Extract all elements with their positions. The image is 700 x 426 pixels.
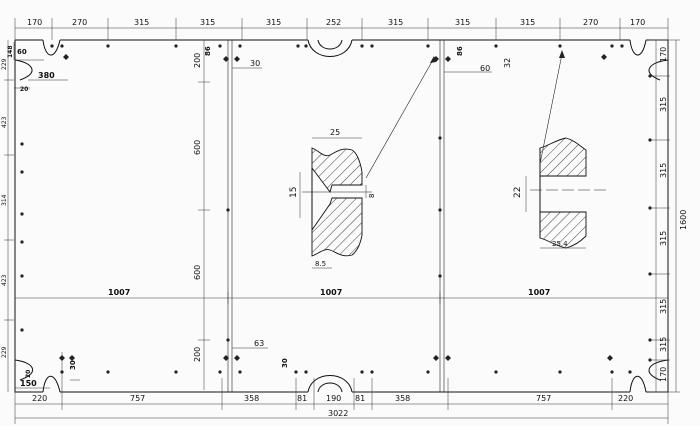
left-dim-1: 229 xyxy=(1,58,8,70)
bl-dim-20: 20 xyxy=(25,370,32,378)
top-dim-3: 315 xyxy=(134,18,149,27)
top-dim-10: 270 xyxy=(583,18,598,27)
right-dim-6: 315 xyxy=(659,337,668,352)
bottom-dim-2: 757 xyxy=(130,394,145,403)
top-dim-8: 315 xyxy=(455,18,470,27)
overall-width: 3022 xyxy=(328,409,348,418)
right-dimension-chain: 170 315 315 315 315 315 170 1600 xyxy=(650,39,688,393)
overall-height: 1600 xyxy=(679,210,688,230)
inner-dim-30-left: 30 xyxy=(250,59,260,68)
top-dim-11: 170 xyxy=(630,18,645,27)
tl-dim-20: 20 xyxy=(20,86,28,93)
top-dim-6: 252 xyxy=(326,18,341,27)
bl-dim-150: 150 xyxy=(20,379,37,388)
inner-dim-86-right: 86 xyxy=(456,46,464,56)
inner-dim-200-bottom: 200 xyxy=(193,347,202,362)
detail-left-dim-85: 8.5 xyxy=(315,260,326,268)
bottom-dim-1: 220 xyxy=(32,394,47,403)
section-detail-left: 25 15 8 8.5 xyxy=(289,56,436,269)
bottom-dim-8: 757 xyxy=(536,394,551,403)
left-dim-3: 314 xyxy=(1,194,8,206)
inner-dim-32: 32 xyxy=(503,58,512,68)
detail-left-dim-25: 25 xyxy=(330,128,340,137)
detail-left-dim-15: 15 xyxy=(289,187,299,198)
bl-dim-30: 30 xyxy=(69,360,77,370)
right-dim-1: 170 xyxy=(659,47,668,62)
right-dim-5: 315 xyxy=(659,299,668,314)
bottom-dim-6: 81 xyxy=(355,394,365,403)
top-dim-5: 315 xyxy=(266,18,281,27)
top-dim-2: 270 xyxy=(72,18,87,27)
top-dim-4: 315 xyxy=(200,18,215,27)
panel-width-1: 1007 xyxy=(108,288,130,297)
bottom-dim-3: 358 xyxy=(244,394,259,403)
bottom-dim-7: 358 xyxy=(395,394,410,403)
detail-right-dim-254: 25.4 xyxy=(552,240,568,248)
inner-dim-86-left: 86 xyxy=(204,46,212,56)
detail-left-dim-8: 8 xyxy=(368,194,376,198)
right-dim-2: 315 xyxy=(659,97,668,112)
tl-dim-380: 380 xyxy=(38,71,55,80)
left-dimension-chain: 229 423 314 423 229 xyxy=(1,40,14,392)
detail-right-dim-22: 22 xyxy=(513,187,523,198)
section-detail-right: 22 25.4 xyxy=(513,50,606,249)
inner-dim-600-top: 600 xyxy=(193,140,202,155)
bottom-dim-9: 220 xyxy=(618,394,633,403)
inner-dim-200-top: 200 xyxy=(193,53,202,68)
left-dim-2: 423 xyxy=(1,116,8,128)
left-dim-4: 423 xyxy=(1,274,8,286)
tl-dim-60: 60 xyxy=(17,48,27,56)
tl-dim-148: 148 xyxy=(7,45,14,58)
inner-dims: 200 600 600 200 86 30 63 30 86 60 32 xyxy=(193,40,512,390)
bottom-dimension-chain: 220 757 358 81 190 81 358 757 220 3022 xyxy=(14,378,669,424)
panel-dividers xyxy=(227,40,445,392)
right-dim-7: 170 xyxy=(659,367,668,382)
top-dim-9: 315 xyxy=(520,18,535,27)
top-dim-7: 315 xyxy=(388,18,403,27)
left-dim-5: 229 xyxy=(1,346,8,358)
right-dim-4: 315 xyxy=(659,231,668,246)
inner-dim-30-bottom: 30 xyxy=(281,358,289,368)
top-left-detail: 60 148 380 20 xyxy=(7,42,68,93)
inner-dim-60-right: 60 xyxy=(480,64,490,73)
right-dim-3: 315 xyxy=(659,163,668,178)
edge-holes xyxy=(20,44,652,374)
panel-width-2: 1007 xyxy=(320,288,342,297)
bottom-dim-4: 81 xyxy=(297,394,307,403)
top-dim-1: 170 xyxy=(27,18,42,27)
inner-dim-63: 63 xyxy=(254,339,264,348)
bottom-dim-5: 190 xyxy=(326,394,341,403)
panel-width-dims: 1007 1007 1007 xyxy=(15,288,668,304)
panel-width-3: 1007 xyxy=(528,288,550,297)
inner-dim-600-bottom: 600 xyxy=(193,265,202,280)
top-dimension-chain: 170 270 315 315 315 252 315 315 315 270 … xyxy=(14,18,669,40)
